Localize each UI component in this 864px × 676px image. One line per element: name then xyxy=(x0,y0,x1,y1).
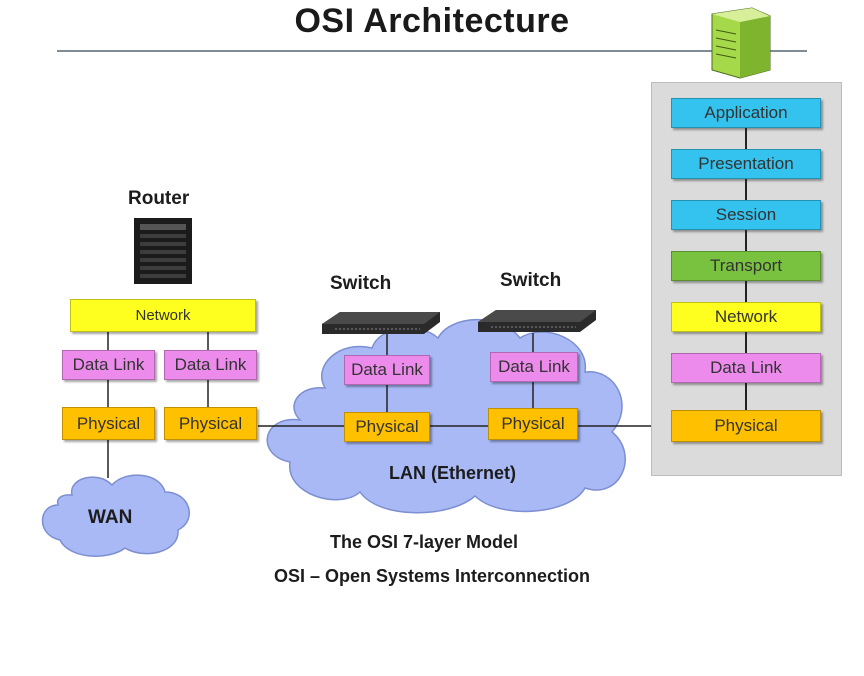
switch-2-datalink: Data Link xyxy=(490,352,578,382)
switch-1-icon xyxy=(322,312,440,334)
host-layer-data-link: Data Link xyxy=(671,353,821,383)
host-stack-connector xyxy=(745,230,747,251)
host-layer-presentation: Presentation xyxy=(671,149,821,179)
switch-1-physical: Physical xyxy=(344,412,430,442)
wan-cloud xyxy=(41,474,190,557)
router-network-layer: Network xyxy=(70,299,256,332)
title-divider xyxy=(57,50,807,52)
host-layer-application: Application xyxy=(671,98,821,128)
host-stack-connector xyxy=(745,128,747,149)
switch-1-label: Switch xyxy=(330,273,392,294)
page-title: OSI Architecture xyxy=(294,2,570,40)
caption-model: The OSI 7-layer Model xyxy=(329,532,519,552)
host-layer-session: Session xyxy=(671,200,821,230)
host-stack-connector xyxy=(745,179,747,200)
host-stack-connector xyxy=(745,281,747,302)
router-physical-left: Physical xyxy=(62,407,155,440)
router-physical-right: Physical xyxy=(164,407,257,440)
switch-2-icon xyxy=(478,310,596,332)
host-layer-network: Network xyxy=(671,302,821,332)
switch-1-datalink: Data Link xyxy=(344,355,430,385)
host-stack-connector xyxy=(745,383,747,410)
lan-label: LAN (Ethernet) xyxy=(389,463,516,483)
wan-label: WAN xyxy=(88,507,133,528)
router-datalink-right: Data Link xyxy=(164,350,257,380)
router-datalink-left: Data Link xyxy=(62,350,155,380)
server-icon xyxy=(711,7,771,79)
router-icon xyxy=(134,218,192,284)
router-label: Router xyxy=(128,188,190,209)
caption-osi: OSI – Open Systems Interconnection xyxy=(273,566,591,586)
switch-2-label: Switch xyxy=(500,270,562,291)
host-layer-physical: Physical xyxy=(671,410,821,442)
host-stack-connector xyxy=(745,332,747,353)
host-layer-transport: Transport xyxy=(671,251,821,281)
switch-2-physical: Physical xyxy=(488,408,578,440)
